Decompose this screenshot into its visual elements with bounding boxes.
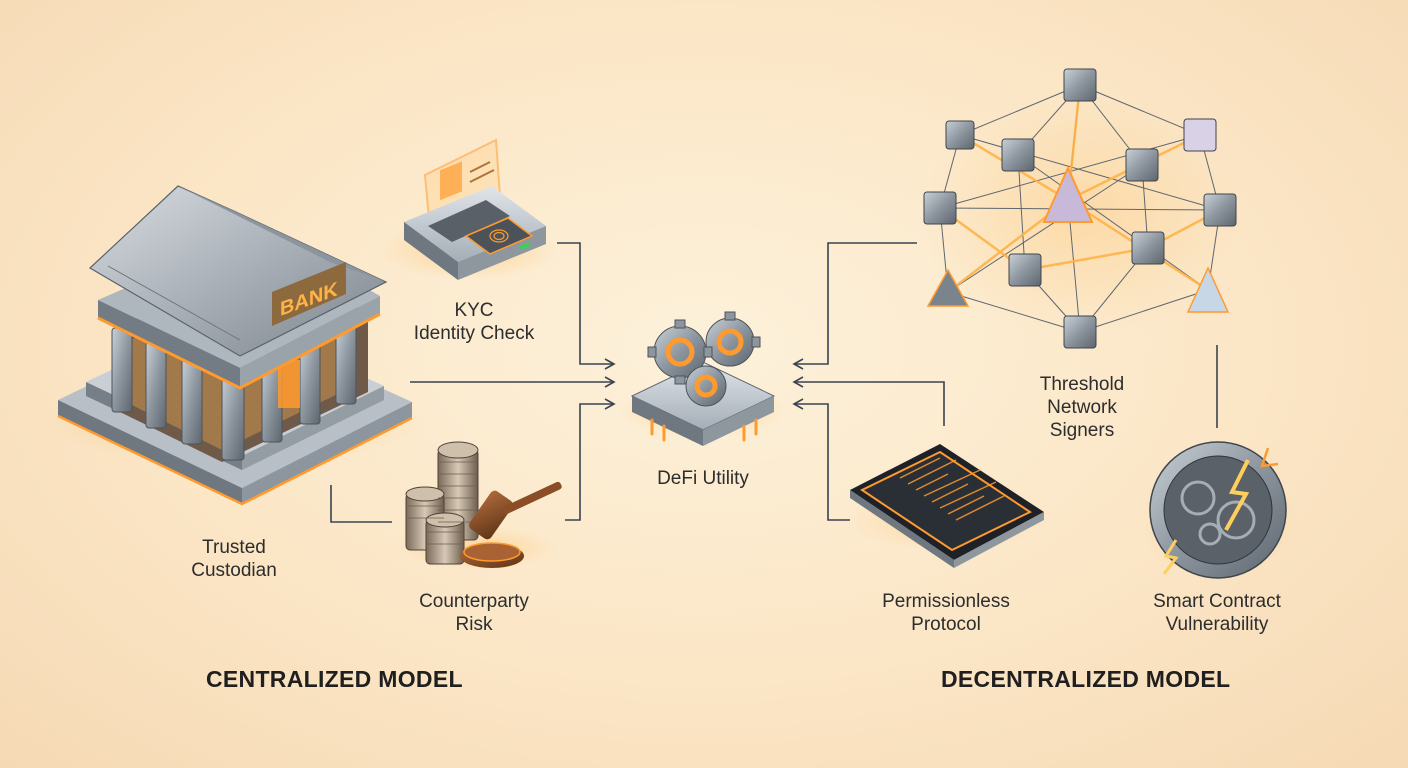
kyc-label-line-2: Identity Check [413, 323, 535, 344]
trusted-custodian-line-1: Trusted [202, 537, 266, 558]
centralized-model-title: CENTRALIZED MODEL [206, 666, 463, 692]
counterparty-risk-line-2: Risk [455, 614, 493, 635]
threshold-network-line-1: Threshold [1039, 374, 1125, 395]
connector-protocol-to-defi [792, 376, 945, 426]
broken-vault-icon [1138, 441, 1298, 580]
counterparty-risk-label: Counterparty Risk [404, 590, 544, 636]
trusted-custodian-label: Trusted Custodian [164, 536, 304, 582]
smart-contract-line-1: Smart Contract [1153, 591, 1281, 612]
coins-gavel-icon [398, 441, 562, 570]
threshold-network-line-3: Signers [1049, 420, 1115, 441]
smart-contract-line-2: Vulnerability [1165, 614, 1269, 635]
threshold-network-signers-label: Threshold Network Signers [1012, 373, 1152, 442]
counterparty-risk-line-1: Counterparty [419, 591, 529, 612]
connector-network-to-defi [792, 242, 917, 370]
node-network-icon [920, 68, 1240, 349]
threshold-network-line-2: Network [1047, 397, 1117, 418]
connector-custodian-to-counterparty [330, 485, 392, 523]
kyc-label-line-1: KYC [454, 300, 494, 321]
defi-utility-label: DeFi Utility [633, 467, 773, 490]
smart-contract-vulnerability-label: Smart Contract Vulnerability [1137, 590, 1297, 636]
code-tablet-icon [846, 444, 1046, 568]
gears-chip-icon [618, 311, 788, 446]
trusted-custodian-line-2: Custodian [191, 560, 277, 581]
connectors [330, 242, 1218, 523]
connector-counterparty-to-defi [565, 398, 616, 521]
defi-utility-line-1: DeFi Utility [657, 468, 749, 489]
connector-tablet-to-defi [792, 398, 850, 521]
kyc-identity-check-label: KYC Identity Check [404, 299, 544, 345]
permissionless-protocol-line-1: Permissionless [882, 591, 1010, 612]
bank-building-icon: BANK [45, 185, 425, 506]
decentralized-model-title: DECENTRALIZED MODEL [941, 666, 1231, 692]
permissionless-protocol-line-2: Protocol [911, 614, 981, 635]
permissionless-protocol-label: Permissionless Protocol [866, 590, 1026, 636]
fingerprint-scanner-icon [380, 138, 560, 280]
connector-kyc-to-defi [557, 242, 616, 370]
